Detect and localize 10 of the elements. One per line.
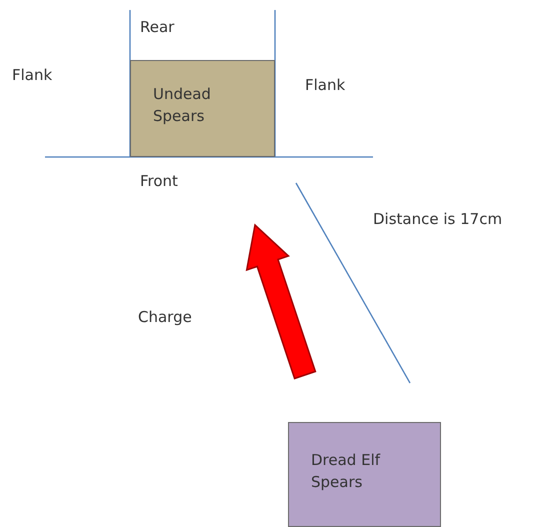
- unit-box: [288, 422, 441, 527]
- direction-label: Flank: [305, 76, 346, 94]
- distance-label: Distance is 17cm: [373, 210, 502, 228]
- unit-name: Undead Spears: [153, 84, 212, 127]
- direction-label: Charge: [138, 308, 192, 326]
- unit-box: [130, 60, 275, 157]
- unit-name: Dread Elf Spears: [311, 450, 382, 493]
- direction-label: Flank: [12, 66, 52, 84]
- direction-label: Rear: [140, 18, 174, 36]
- direction-label: Front: [140, 172, 178, 190]
